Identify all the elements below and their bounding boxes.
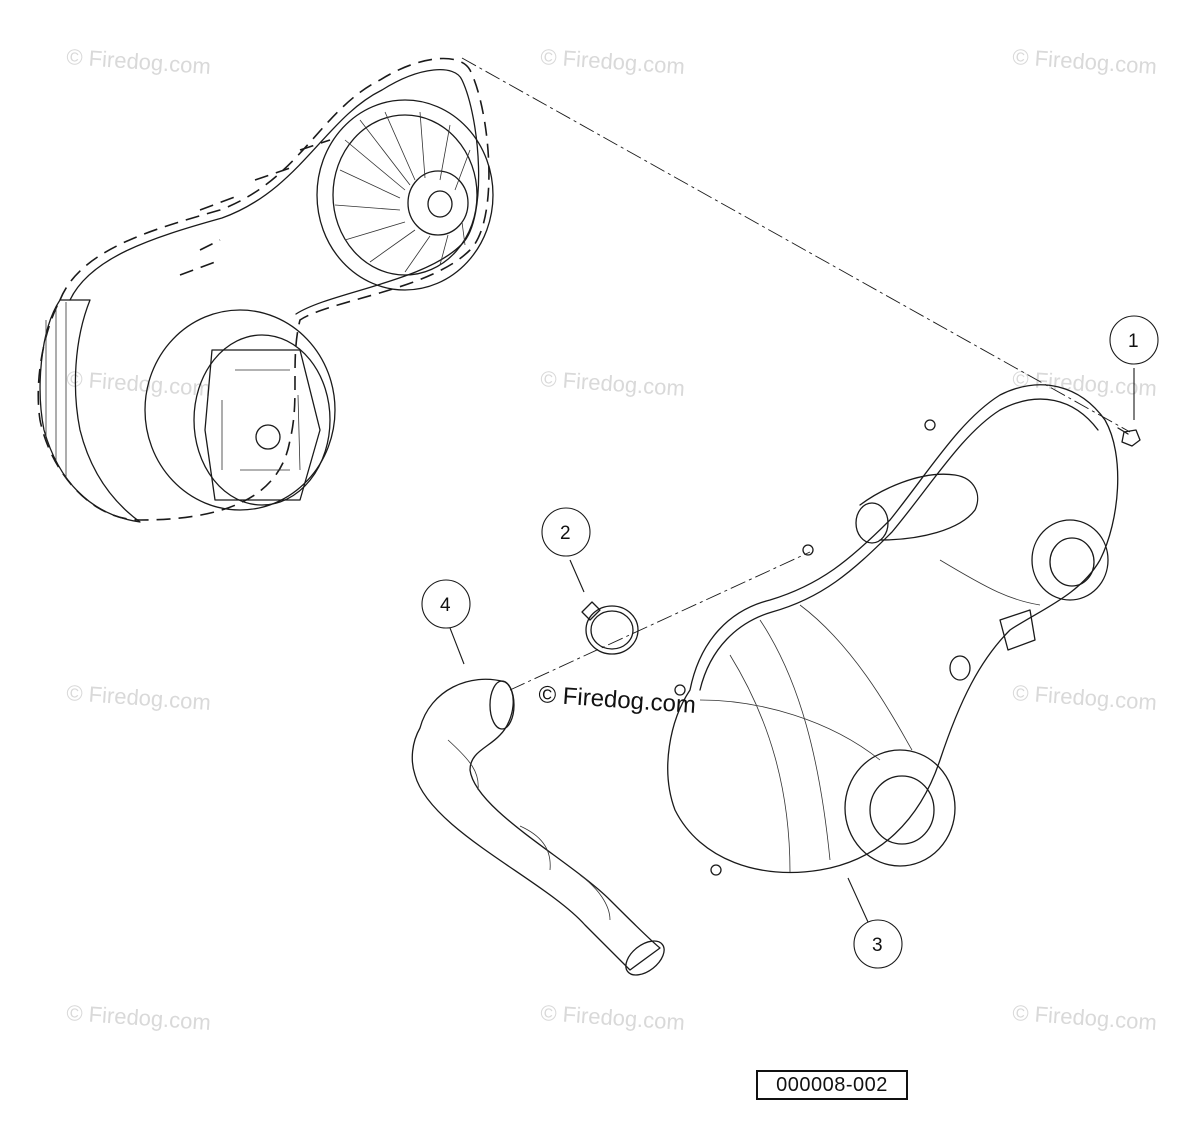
callout-1: 1	[1109, 315, 1159, 420]
watermark: © Firedog.com	[66, 1000, 212, 1035]
hose-clamp	[581, 601, 639, 655]
callout-2: 2	[541, 507, 591, 593]
explode-line-bolt	[461, 57, 1131, 433]
watermark: © Firedog.com	[1012, 44, 1158, 79]
watermark: © Firedog.com	[66, 44, 212, 79]
watermark: © Firedog.com	[1012, 366, 1158, 401]
watermark: © Firedog.com	[540, 366, 686, 401]
outer-cover	[667, 384, 1119, 876]
explode-line-clamp	[509, 551, 811, 691]
watermark: © Firedog.com	[66, 680, 212, 715]
air-duct-hose	[411, 678, 665, 976]
watermark: © Firedog.com	[1012, 1000, 1158, 1035]
bolt	[1117, 427, 1141, 447]
watermark: © Firedog.com	[66, 366, 212, 401]
drawing-code: 000008-002	[756, 1070, 908, 1100]
watermark: © Firedog.com	[1012, 680, 1158, 715]
callout-4: 4	[421, 579, 471, 665]
callout-number: 2	[560, 523, 571, 544]
center-watermark: © Firedog.com	[538, 681, 697, 719]
callout-number: 1	[1128, 331, 1139, 352]
watermark: © Firedog.com	[540, 44, 686, 79]
watermark: © Firedog.com	[540, 1000, 686, 1035]
watermark-grid: © Firedog.com © Firedog.com © Firedog.co…	[66, 44, 1158, 1035]
callout-number: 3	[872, 935, 883, 956]
callout-3: 3	[847, 877, 903, 969]
callout-number: 4	[440, 595, 451, 616]
cvt-inner-assembly	[37, 57, 494, 523]
